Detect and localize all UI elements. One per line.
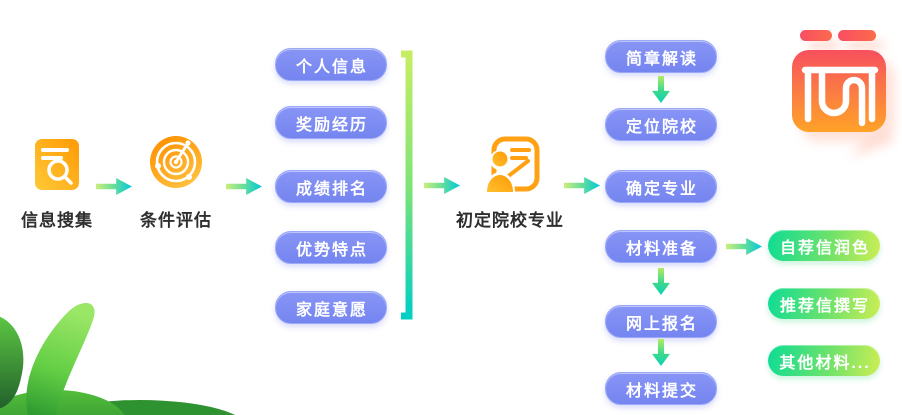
flow-arrow-down <box>652 339 670 366</box>
step-pill: 材料准备 <box>605 230 717 263</box>
factor-pill: 优势特点 <box>275 231 387 264</box>
material-pill: 其他材料... <box>768 345 880 376</box>
stage-label-info-collection: 信息搜集 <box>21 211 93 230</box>
factor-pill: 成绩排名 <box>275 170 387 203</box>
material-pill: 推荐信撰写 <box>768 288 880 319</box>
grouping-bracket <box>401 50 413 320</box>
stage-label-initial-school-major: 初定院校专业 <box>456 211 564 230</box>
step-pill: 确定专业 <box>605 170 717 203</box>
step-pill: 网上报名 <box>605 305 717 338</box>
material-pill: 自荐信润色 <box>768 230 880 261</box>
factor-pill: 奖励经历 <box>275 106 387 139</box>
flow-arrow-down <box>652 268 670 295</box>
radar-icon <box>150 136 202 188</box>
flow-arrow-right <box>226 178 262 195</box>
brand-logo <box>792 30 895 158</box>
leaf-decoration <box>0 302 236 415</box>
step-pill: 简章解读 <box>605 40 717 73</box>
flow-arrow-right <box>564 177 600 194</box>
person-document-icon <box>486 136 540 192</box>
flow-arrow-down <box>652 76 670 103</box>
flow-arrow-right <box>424 177 460 194</box>
flow-arrow-right <box>96 178 132 195</box>
stage-label-condition-evaluation: 条件评估 <box>140 211 212 230</box>
document-search-icon <box>35 139 79 190</box>
factor-pill: 个人信息 <box>275 48 387 81</box>
step-pill: 定位院校 <box>605 108 717 141</box>
factor-pill: 家庭意愿 <box>275 291 387 324</box>
flow-arrow-right <box>726 238 762 255</box>
step-pill: 材料提交 <box>605 372 717 405</box>
